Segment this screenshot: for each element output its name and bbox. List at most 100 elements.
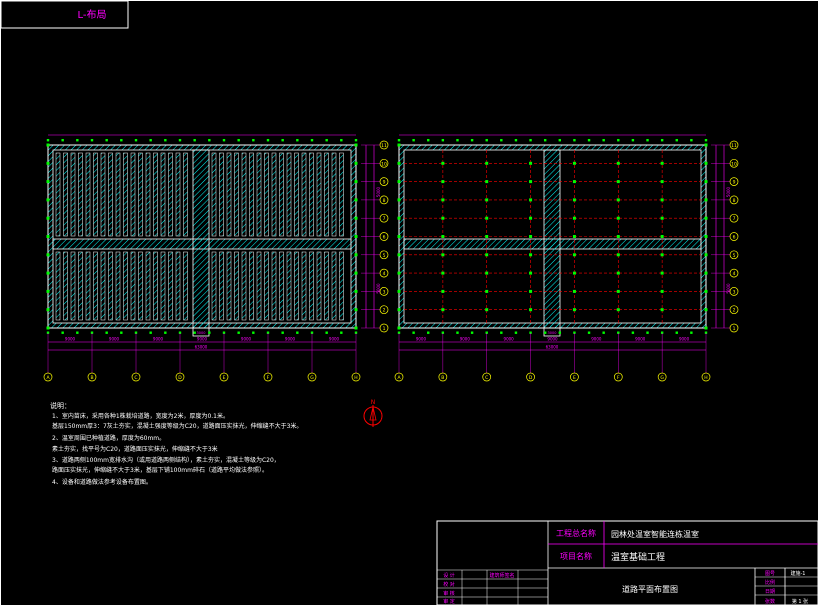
- wall-marker: [354, 308, 358, 312]
- perimeter-marker: [252, 331, 255, 334]
- planting-bed: [301, 251, 307, 321]
- column-axis-label: A: [397, 375, 401, 381]
- width-dimension-text: 9000: [635, 337, 646, 342]
- perimeter-marker: [178, 139, 182, 142]
- engineering-name-value: 园林处温室智能连栋温室: [611, 529, 699, 539]
- width-dimension-text: 9000: [329, 337, 340, 342]
- column-axis-bubble: [351, 372, 361, 382]
- column-footing: [529, 180, 533, 184]
- planting-bed: [78, 251, 83, 321]
- column-footing: [529, 271, 533, 275]
- planting-bed: [108, 152, 113, 237]
- row-axis-bubble: [379, 250, 389, 260]
- perimeter-marker: [90, 139, 94, 142]
- drawing-number: 建施-1: [791, 570, 806, 577]
- row-axis-label: 3: [383, 289, 386, 295]
- planting-bed: [115, 251, 121, 321]
- row-axis-label: 5: [383, 253, 386, 259]
- wall-marker: [397, 289, 401, 293]
- column-footing: [616, 271, 620, 275]
- wall-marker: [704, 289, 708, 293]
- wall-marker: [397, 161, 401, 165]
- row-axis-bubble: [379, 268, 389, 278]
- right-label: 图号: [765, 571, 775, 577]
- note-line: 基层150mm厚3：7灰土夯实，混凝土强度等级为C20，道路面压实抹光，伸缩缝不…: [52, 422, 302, 430]
- perimeter-marker: [602, 331, 605, 334]
- perimeter-marker: [208, 331, 211, 334]
- planting-bed: [226, 152, 232, 237]
- column-footing: [441, 271, 445, 275]
- planting-bed: [130, 152, 136, 237]
- column-footing: [485, 180, 489, 184]
- perimeter-marker: [222, 331, 226, 334]
- column-footing: [485, 198, 489, 202]
- perimeter-marker: [325, 139, 328, 142]
- column-axis-label: A: [46, 375, 50, 381]
- column-axis-bubble: [526, 372, 535, 382]
- row-axis-label: 1: [733, 326, 736, 332]
- right-label: 日期: [765, 589, 775, 595]
- column-footing: [616, 308, 620, 312]
- row-axis-bubble: [379, 213, 389, 223]
- perimeter-marker: [617, 331, 620, 334]
- column-axis-bubble: [263, 372, 273, 382]
- width-dimension-text: 9000: [679, 337, 690, 342]
- row-axis-bubble: [379, 305, 389, 315]
- column-footing: [616, 216, 620, 220]
- perimeter-marker: [675, 331, 678, 334]
- column-footing: [485, 235, 489, 238]
- row-axis-label: 10: [731, 161, 737, 167]
- column-footing: [441, 308, 445, 312]
- perimeter-marker: [660, 331, 664, 334]
- column-axis-bubble: [307, 372, 317, 382]
- engineering-name-label: 工程总名称: [556, 528, 596, 538]
- wall-marker: [354, 271, 358, 275]
- column-axis-label: F: [267, 375, 270, 381]
- planting-bed: [234, 251, 239, 321]
- sign-row-label: 设 计: [443, 572, 455, 579]
- planting-bed: [241, 251, 247, 321]
- perimeter-marker: [134, 331, 138, 334]
- perimeter-marker: [485, 331, 488, 334]
- width-dimension-text: 9000: [591, 337, 602, 342]
- row-axis-bubble: [729, 250, 739, 260]
- wall-marker: [46, 271, 50, 275]
- column-axis-label: E: [223, 375, 226, 381]
- column-footing: [660, 216, 664, 220]
- column-footing: [441, 253, 445, 257]
- column-footing: [485, 216, 489, 220]
- perimeter-marker: [427, 139, 430, 142]
- notes-heading: 说明：: [50, 401, 71, 410]
- column-footing: [485, 161, 489, 165]
- row-axis-bubble: [379, 323, 389, 333]
- title-block: 工程总名称 园林处温室智能连栋温室 项目名称 温室基础工程 道路平面布置图 设 …: [436, 520, 819, 606]
- column-axis-label: B: [441, 375, 444, 381]
- wall-marker: [46, 253, 50, 257]
- column-axis-label: G: [310, 375, 314, 381]
- wall-marker: [354, 235, 358, 238]
- column-footing: [572, 161, 576, 165]
- planting-bed: [286, 251, 292, 321]
- perimeter-marker: [617, 139, 620, 142]
- row-axis-label: 11: [381, 143, 387, 149]
- row-axis-bubble: [729, 177, 739, 186]
- design-notes: 说明： 1、室内苗床，采用各种1株栽培道路，宽度为2米，厚度为0.1米。 基层1…: [50, 401, 302, 486]
- column-footing: [660, 308, 664, 312]
- row-axis-label: 7: [733, 216, 736, 222]
- column-footing: [616, 161, 620, 165]
- layout-tab[interactable]: L-布局: [0, 0, 129, 29]
- perimeter-marker: [500, 331, 503, 334]
- planting-bed: [55, 152, 61, 237]
- planting-bed: [219, 152, 224, 237]
- planting-bed: [93, 152, 98, 237]
- column-axis-bubble: [175, 372, 185, 382]
- perimeter-marker: [543, 331, 547, 334]
- row-axis-bubble: [379, 287, 389, 296]
- column-footing: [660, 289, 664, 293]
- wall-marker: [397, 326, 401, 330]
- wall-marker: [354, 216, 358, 220]
- planting-bed: [301, 152, 307, 237]
- column-footing: [660, 271, 664, 275]
- planting-bed: [339, 251, 344, 321]
- column-axis-bubble: [657, 372, 667, 382]
